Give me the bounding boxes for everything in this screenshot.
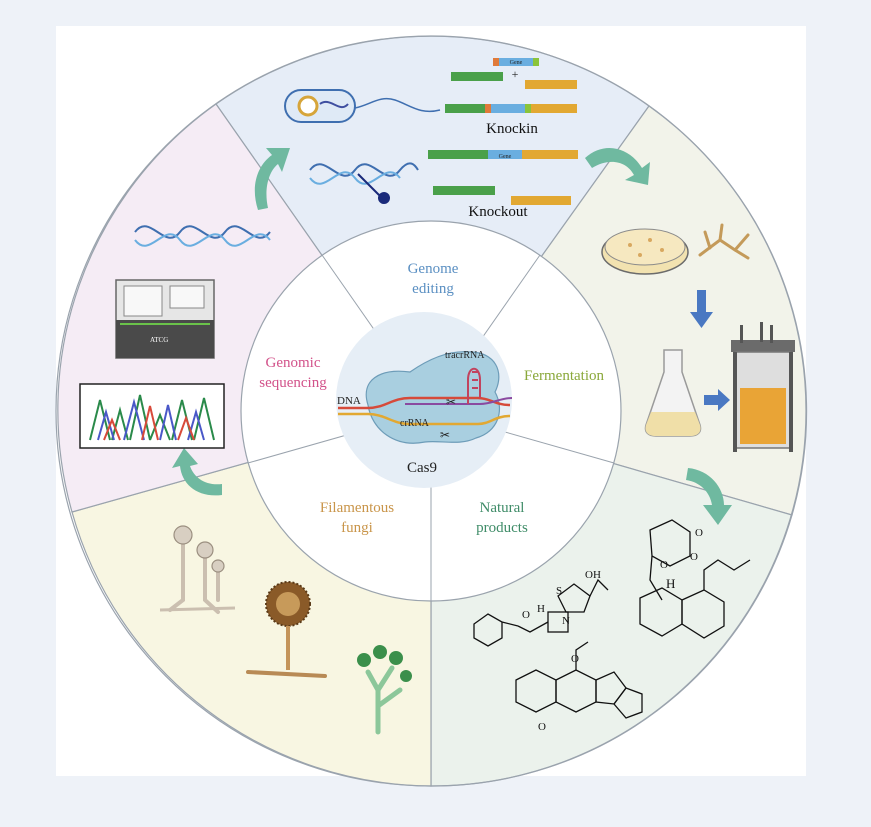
dna-strand-bottom xyxy=(338,412,511,426)
genomic-sequencing-illustration: ATCG xyxy=(79,225,271,449)
gene-label-knockout: Gene xyxy=(499,154,512,160)
plasmid-icon xyxy=(297,95,319,117)
genome-editing-label-2: editing xyxy=(412,281,454,297)
genomic-sequencing-label-2: sequencing xyxy=(259,375,327,391)
tracrrna-hairpin xyxy=(467,367,481,404)
crrna-label: crRNA xyxy=(400,418,430,429)
o-label-methoxy: O xyxy=(571,653,579,665)
o-label-amide: O xyxy=(522,609,530,621)
o-label-ester: O xyxy=(690,551,698,563)
mycelium-icon xyxy=(698,223,750,260)
arrow-editing-to-fermentation-icon xyxy=(585,147,650,185)
penicillium-icon xyxy=(365,665,403,735)
aflatoxin-ring-4 xyxy=(613,687,643,719)
knockin-result xyxy=(445,104,485,113)
arrow-fermentation-to-products-icon xyxy=(686,468,732,525)
dna-strand-top xyxy=(338,396,511,410)
filamentous-fungi-label-2: fungi xyxy=(341,520,373,536)
tracrrna-label: tracrRNA xyxy=(445,350,485,361)
cas9-ball-icon xyxy=(378,192,390,204)
penicillin-thiazolidine-ring xyxy=(557,583,591,613)
knockout-top-green xyxy=(428,150,488,159)
natural-products-illustration: O O H O OH S N H O O O xyxy=(473,519,751,733)
n-label: N xyxy=(562,615,570,627)
arrow-fungi-to-sequencing-icon xyxy=(172,448,222,496)
natural-products-label-1: Natural xyxy=(480,500,525,516)
fermentation-illustration xyxy=(601,223,795,452)
filamentous-fungi-illustration xyxy=(159,525,412,735)
cas9-complex: ✂ ✂ DNA crRNA tracrRNA Cas9 xyxy=(337,350,513,476)
knockout-label: Knockout xyxy=(468,204,528,220)
genome-editing-label-1: Genome xyxy=(408,261,459,277)
filamentous-fungi-label-1: Filamentous xyxy=(320,500,394,516)
fermentation-label: Fermentation xyxy=(524,368,604,384)
bioreactor-icon xyxy=(731,340,795,352)
crrna-strand xyxy=(405,397,513,405)
dna-label: DNA xyxy=(337,395,361,407)
dna-helix-sequencing-icon xyxy=(134,225,271,239)
s-label: S xyxy=(556,585,562,597)
natural-products-label-2: products xyxy=(476,520,528,536)
oh-label: OH xyxy=(585,569,601,581)
gene-label-donor: Gene xyxy=(510,60,523,66)
arrow-sequencing-to-editing-icon xyxy=(254,148,290,210)
penicillin-phenyl-ring xyxy=(473,613,503,647)
o-label-carbonyl-2: O xyxy=(538,721,546,733)
o-label-carbonyl-1: O xyxy=(695,527,703,539)
chromatogram-peaks-icon xyxy=(89,394,215,441)
h-label-penicillin: H xyxy=(537,603,545,615)
plus-sign: + xyxy=(512,67,519,81)
scissors-top-icon: ✂ xyxy=(446,395,456,409)
inner-labels: Genome editing Fermentation Natural prod… xyxy=(259,261,604,536)
right-arrow-icon xyxy=(704,389,730,411)
scissors-bottom-icon: ✂ xyxy=(440,428,450,442)
h-label-lovastatin: H xyxy=(666,576,675,591)
cas9-label: Cas9 xyxy=(407,460,437,476)
cycle-arrows xyxy=(172,147,732,525)
knockin-label: Knockin xyxy=(486,121,538,137)
down-arrow-icon xyxy=(690,290,713,328)
sequencer-label: ATCG xyxy=(150,336,168,344)
genome-editing-illustration: + Gene Knockin Gene Knockout xyxy=(284,58,578,220)
o-label-lactone: O xyxy=(660,559,668,571)
dna-helix-editing-icon xyxy=(309,162,419,177)
knockin-donor-green xyxy=(451,72,503,81)
genomic-sequencing-label-1: Genomic xyxy=(266,355,321,371)
